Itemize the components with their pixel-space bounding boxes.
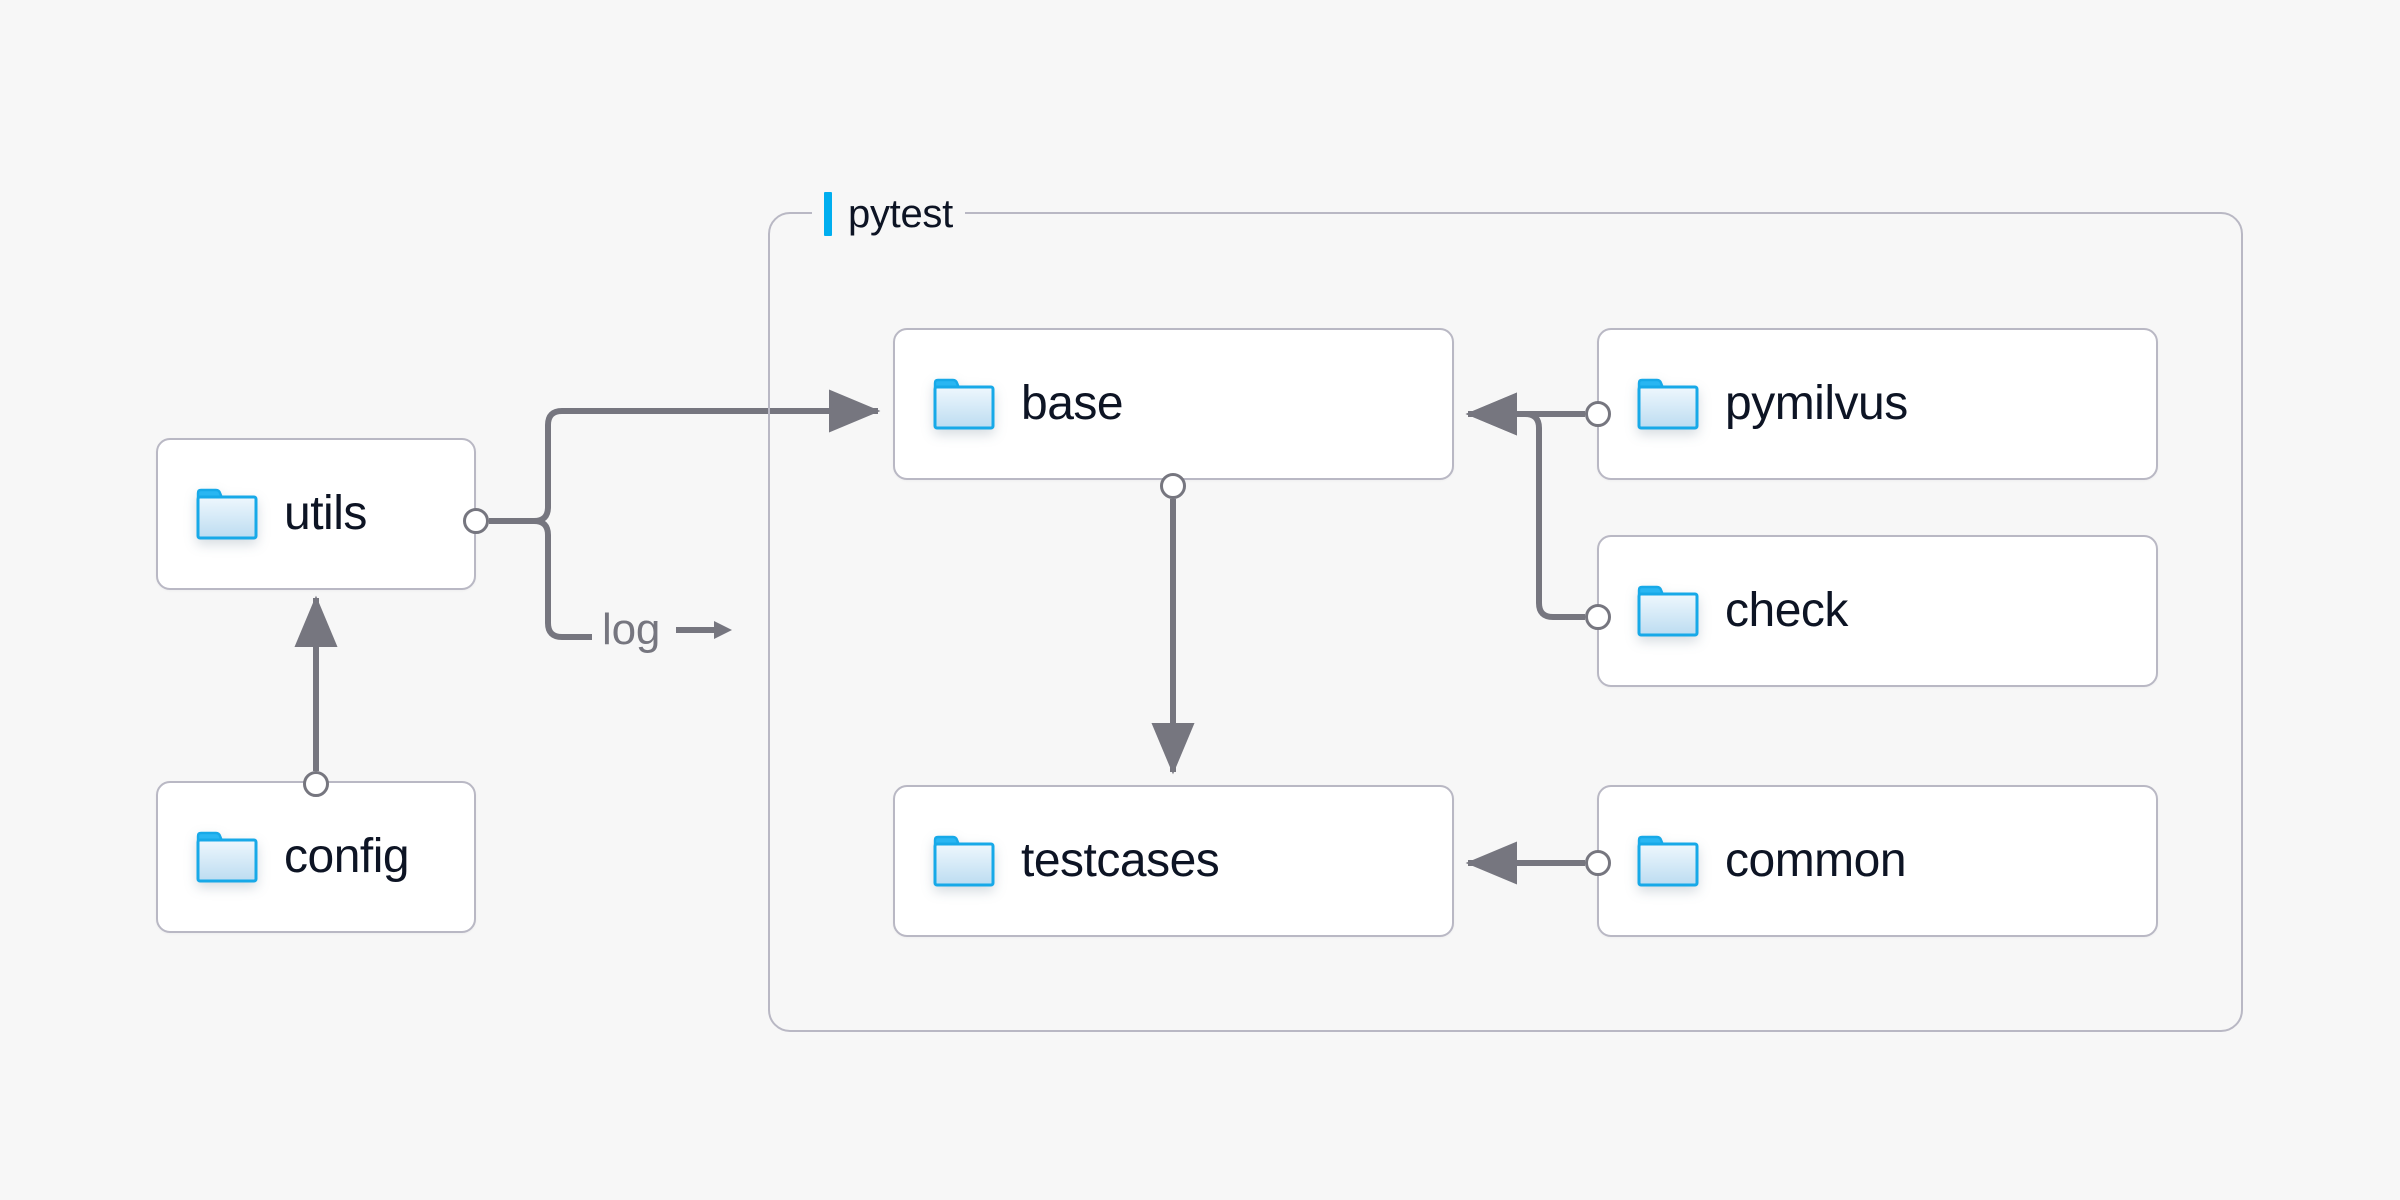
folder-icon	[1637, 835, 1699, 887]
node-label: config	[284, 830, 410, 883]
common-left-port[interactable]	[1585, 850, 1611, 876]
node-label: utils	[284, 487, 367, 540]
accent-bar-icon	[824, 192, 832, 236]
node-testcases[interactable]: testcases	[893, 785, 1454, 937]
edge-label-text: log	[602, 605, 661, 654]
node-utils[interactable]: utils	[156, 438, 476, 590]
edge-utils-to-log	[533, 518, 592, 640]
pytest-group-label: pytest	[812, 185, 965, 243]
check-left-port[interactable]	[1585, 604, 1611, 630]
base-bottom-port[interactable]	[1160, 473, 1186, 499]
node-base[interactable]: base	[893, 328, 1454, 480]
folder-icon	[1637, 585, 1699, 637]
node-label: testcases	[1021, 834, 1220, 887]
folder-icon	[196, 831, 258, 883]
folder-icon	[933, 835, 995, 887]
folder-icon	[933, 378, 995, 430]
pymilvus-left-port[interactable]	[1585, 401, 1611, 427]
node-label: common	[1725, 834, 1907, 887]
node-pymilvus[interactable]: pymilvus	[1597, 328, 2158, 480]
utils-right-port[interactable]	[463, 508, 489, 534]
pytest-group-container[interactable]	[768, 212, 2243, 1032]
node-label: pymilvus	[1725, 377, 1908, 430]
edge-label-log: log	[602, 608, 734, 652]
node-check[interactable]: check	[1597, 535, 2158, 687]
node-label: check	[1725, 584, 1848, 637]
arrow-right-icon	[676, 621, 733, 639]
node-label: base	[1021, 377, 1124, 430]
folder-icon	[1637, 378, 1699, 430]
node-config[interactable]: config	[156, 781, 476, 933]
node-common[interactable]: common	[1597, 785, 2158, 937]
config-top-port[interactable]	[303, 771, 329, 797]
folder-icon	[196, 488, 258, 540]
group-title: pytest	[848, 191, 953, 236]
